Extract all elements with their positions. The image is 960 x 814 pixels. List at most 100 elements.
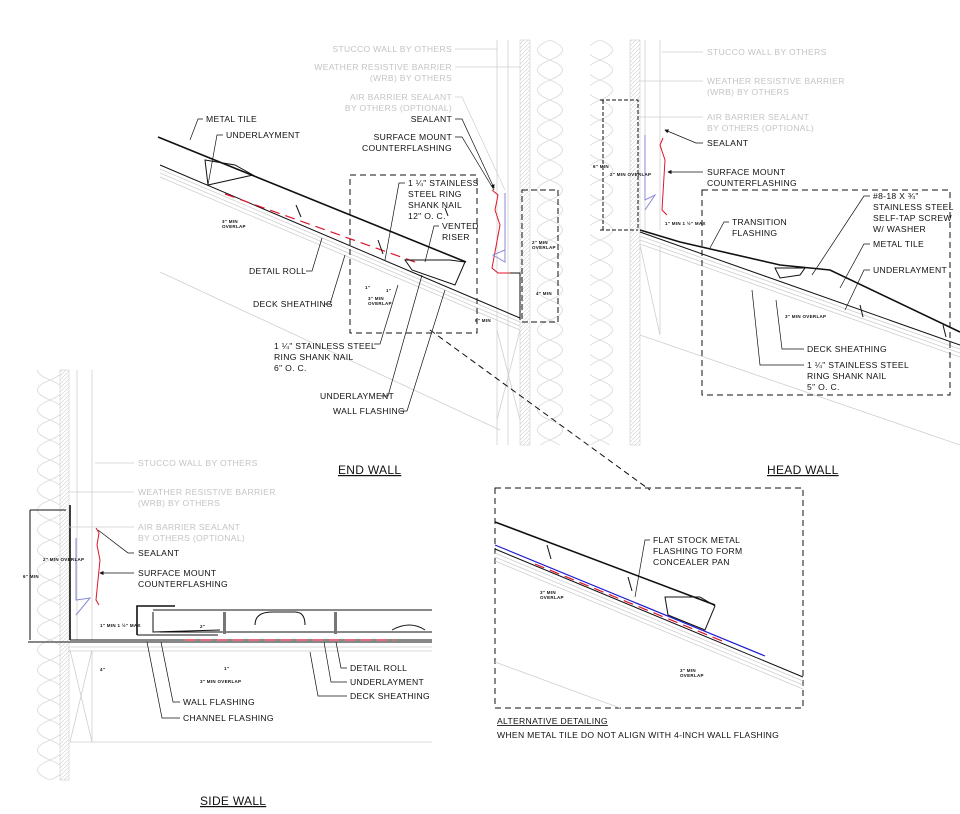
detail-reference-line bbox=[429, 329, 651, 491]
svg-text:RING SHANK NAIL: RING SHANK NAIL bbox=[807, 371, 886, 381]
end-wall-roof bbox=[157, 136, 521, 431]
svg-text:4" MIN: 4" MIN bbox=[536, 291, 552, 296]
svg-text:2" MIN OVERLAP: 2" MIN OVERLAP bbox=[43, 557, 84, 562]
label-underlayment-top: UNDERLAYMENT bbox=[226, 130, 301, 140]
svg-text:WEATHER RESISTIVE BARRIER: WEATHER RESISTIVE BARRIER bbox=[138, 487, 276, 497]
svg-text:WEATHER RESISTIVE BARRIER: WEATHER RESISTIVE BARRIER bbox=[707, 76, 845, 86]
svg-text:OVERLAP: OVERLAP bbox=[680, 673, 704, 678]
svg-text:DECK SHEATHING: DECK SHEATHING bbox=[807, 344, 887, 354]
svg-text:3" MIN: 3" MIN bbox=[368, 296, 384, 301]
label-air-barrier: AIR BARRIER SEALANT bbox=[350, 92, 453, 102]
end-wall-dimension-frame bbox=[521, 189, 559, 323]
svg-text:FLASHING: FLASHING bbox=[732, 228, 777, 238]
side-wall-roof bbox=[28, 505, 432, 652]
label-sealant: SEALANT bbox=[411, 114, 453, 124]
svg-text:(WRB) BY OTHERS: (WRB) BY OTHERS bbox=[138, 498, 220, 508]
svg-text:RISER: RISER bbox=[442, 232, 470, 242]
svg-text:SHANK NAIL: SHANK NAIL bbox=[408, 200, 462, 210]
svg-text:2": 2" bbox=[200, 624, 205, 629]
label-wall-flashing: WALL FLASHING bbox=[333, 406, 405, 416]
svg-text:1" MIN 1 ½" MAX: 1" MIN 1 ½" MAX bbox=[100, 622, 141, 628]
side-wall-title: SIDE WALL bbox=[200, 794, 266, 808]
side-wall-labels: STUCCO WALL BY OTHERS WEATHER RESISTIVE … bbox=[69, 458, 430, 723]
svg-text:(WRB) BY OTHERS: (WRB) BY OTHERS bbox=[370, 73, 452, 83]
svg-text:RING SHANK NAIL: RING SHANK NAIL bbox=[274, 352, 353, 362]
svg-text:OVERLAP: OVERLAP bbox=[222, 224, 246, 229]
svg-text:2" MIN: 2" MIN bbox=[532, 240, 548, 245]
label-metal-tile: METAL TILE bbox=[206, 114, 257, 124]
svg-text:(WRB) BY OTHERS: (WRB) BY OTHERS bbox=[707, 87, 789, 97]
side-wall-dimensions: 6" MIN 2" MIN OVERLAP 1" MIN 1 ½" MAX 4"… bbox=[23, 557, 241, 684]
svg-text:METAL TILE: METAL TILE bbox=[873, 239, 924, 249]
svg-text:OVERLAP: OVERLAP bbox=[532, 245, 556, 250]
svg-text:#8-18 X ¾": #8-18 X ¾" bbox=[873, 191, 919, 201]
svg-text:SURFACE MOUNT: SURFACE MOUNT bbox=[138, 568, 217, 578]
end-wall-zoom-box bbox=[349, 174, 478, 334]
svg-text:STAINLESS STEEL: STAINLESS STEEL bbox=[873, 202, 954, 212]
svg-text:WALL FLASHING: WALL FLASHING bbox=[183, 697, 255, 707]
svg-text:STUCCO WALL BY OTHERS: STUCCO WALL BY OTHERS bbox=[138, 458, 258, 468]
label-counterflashing: SURFACE MOUNT bbox=[374, 132, 453, 142]
svg-text:STEEL RING: STEEL RING bbox=[408, 189, 462, 199]
label-detail-roll: DETAIL ROLL bbox=[249, 266, 306, 276]
svg-text:AIR BARRIER SEALANT: AIR BARRIER SEALANT bbox=[707, 112, 810, 122]
end-wall-detail: 3" MIN OVERLAP 3" MIN OVERLAP 1" 1" 2" M… bbox=[157, 39, 651, 491]
alternative-detail-box bbox=[494, 487, 804, 709]
head-wall-roof bbox=[600, 99, 960, 358]
svg-text:BY OTHERS (OPTIONAL): BY OTHERS (OPTIONAL) bbox=[345, 103, 452, 113]
svg-text:12" O. C.: 12" O. C. bbox=[408, 211, 446, 221]
svg-text:BY OTHERS (OPTIONAL): BY OTHERS (OPTIONAL) bbox=[138, 533, 245, 543]
svg-text:SEALANT: SEALANT bbox=[138, 548, 180, 558]
label-vented-riser: VENTED bbox=[442, 221, 479, 231]
alternative-title: ALTERNATIVE DETAILING bbox=[497, 716, 608, 726]
svg-text:1": 1" bbox=[365, 285, 370, 290]
svg-text:FLASHING TO FORM: FLASHING TO FORM bbox=[653, 546, 742, 556]
head-wall-zoom-box bbox=[701, 189, 951, 396]
svg-text:CONCEALER PAN: CONCEALER PAN bbox=[653, 557, 730, 567]
label-nail-12oc: 1 ¼" STAINLESS bbox=[408, 178, 479, 188]
svg-text:3" MIN: 3" MIN bbox=[540, 590, 556, 595]
svg-text:OVERLAP: OVERLAP bbox=[540, 595, 564, 600]
label-deck-sheathing: DECK SHEATHING bbox=[253, 299, 333, 309]
svg-text:1": 1" bbox=[386, 288, 391, 293]
label-nail-6oc: 1 ¼" STAINLESS STEEL bbox=[274, 341, 376, 351]
svg-text:5" O. C.: 5" O. C. bbox=[807, 382, 840, 392]
label-flat-stock: FLAT STOCK METAL bbox=[653, 535, 740, 545]
svg-text:6" MIN: 6" MIN bbox=[23, 574, 39, 579]
head-wall-labels: STUCCO WALL BY OTHERS WEATHER RESISTIVE … bbox=[640, 47, 954, 392]
svg-text:3" MIN: 3" MIN bbox=[680, 668, 696, 673]
svg-text:TRANSITION: TRANSITION bbox=[732, 217, 787, 227]
svg-text:3" MIN: 3" MIN bbox=[222, 219, 238, 224]
head-wall-structure bbox=[590, 39, 960, 446]
head-wall-dimensions: 6" MIN 2" MIN OVERLAP 1" MIN 1 ½" MAX 3"… bbox=[593, 164, 826, 319]
svg-text:BY OTHERS (OPTIONAL): BY OTHERS (OPTIONAL) bbox=[707, 123, 814, 133]
end-wall-title: END WALL bbox=[338, 463, 401, 477]
svg-text:4": 4" bbox=[100, 667, 105, 672]
svg-text:CHANNEL FLASHING: CHANNEL FLASHING bbox=[183, 713, 274, 723]
svg-text:3" MIN OVERLAP: 3" MIN OVERLAP bbox=[200, 679, 241, 684]
svg-text:1": 1" bbox=[224, 666, 229, 671]
label-underlayment: UNDERLAYMENT bbox=[320, 391, 395, 401]
svg-text:2" MIN OVERLAP: 2" MIN OVERLAP bbox=[610, 172, 651, 177]
svg-text:SELF-TAP SCREW: SELF-TAP SCREW bbox=[873, 213, 952, 223]
svg-text:STUCCO WALL BY OTHERS: STUCCO WALL BY OTHERS bbox=[707, 47, 827, 57]
head-wall-detail: 6" MIN 2" MIN OVERLAP 1" MIN 1 ½" MAX 3"… bbox=[590, 39, 960, 477]
svg-text:6" MIN: 6" MIN bbox=[593, 164, 609, 169]
svg-text:SEALANT: SEALANT bbox=[707, 138, 749, 148]
label-wrb: WEATHER RESISTIVE BARRIER bbox=[314, 62, 452, 72]
label-stucco: STUCCO WALL BY OTHERS bbox=[332, 44, 452, 54]
svg-text:6" O. C.: 6" O. C. bbox=[274, 363, 307, 373]
svg-text:DETAIL ROLL: DETAIL ROLL bbox=[350, 663, 407, 673]
svg-text:W/ WASHER: W/ WASHER bbox=[873, 224, 926, 234]
end-wall-dimensions: 3" MIN OVERLAP 3" MIN OVERLAP 1" 1" 2" M… bbox=[222, 219, 556, 323]
end-wall-labels: STUCCO WALL BY OTHERS WEATHER RESISTIVE … bbox=[189, 44, 520, 416]
svg-text:COUNTERFLASHING: COUNTERFLASHING bbox=[707, 178, 797, 188]
svg-text:SURFACE MOUNT: SURFACE MOUNT bbox=[707, 167, 786, 177]
svg-text:UNDERLAYMENT: UNDERLAYMENT bbox=[873, 265, 948, 275]
alternative-subtitle: WHEN METAL TILE DO NOT ALIGN WITH 4-INCH… bbox=[497, 730, 779, 740]
svg-text:1 ¼" STAINLESS STEEL: 1 ¼" STAINLESS STEEL bbox=[807, 360, 909, 370]
svg-text:DECK SHEATHING: DECK SHEATHING bbox=[350, 691, 430, 701]
svg-text:AIR BARRIER SEALANT: AIR BARRIER SEALANT bbox=[138, 522, 241, 532]
head-wall-title: HEAD WALL bbox=[767, 463, 839, 477]
